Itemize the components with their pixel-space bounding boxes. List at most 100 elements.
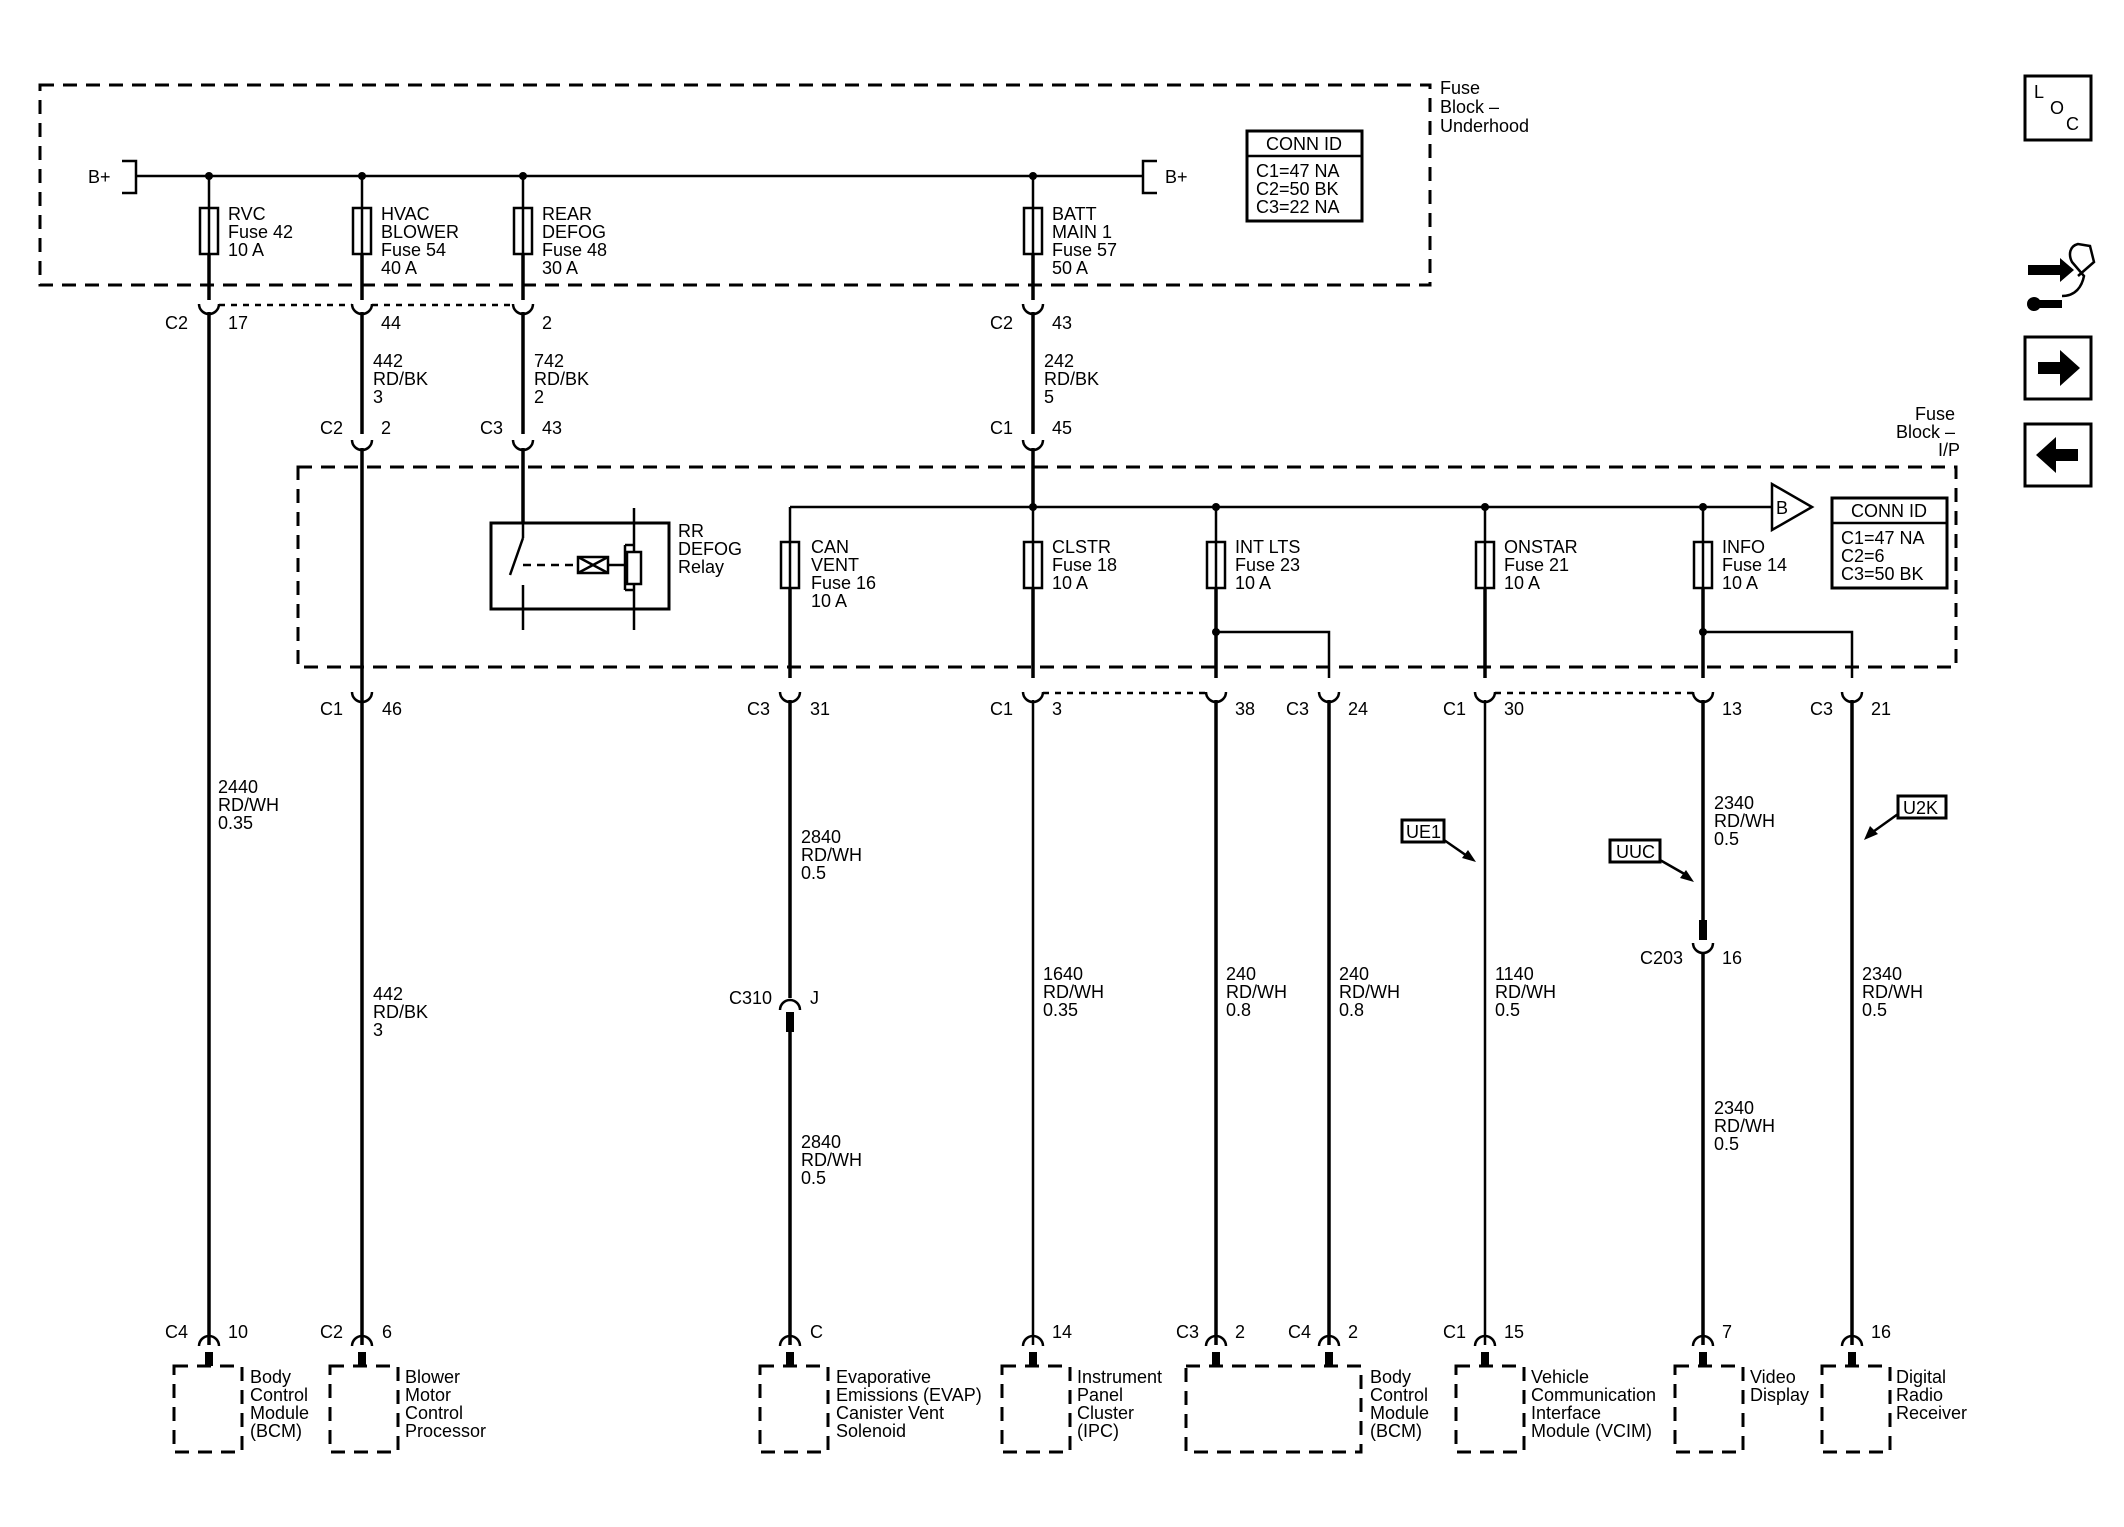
svg-text:3: 3 [1052, 699, 1062, 719]
svg-text:C1: C1 [990, 699, 1013, 719]
svg-text:21: 21 [1871, 699, 1891, 719]
svg-text:13: 13 [1722, 699, 1742, 719]
svg-text:C1: C1 [1443, 699, 1466, 719]
svg-text:45: 45 [1052, 418, 1072, 438]
svg-text:C: C [2066, 114, 2079, 134]
svg-text:C3: C3 [1176, 1322, 1199, 1342]
svg-text:C3=22 NA: C3=22 NA [1256, 197, 1340, 217]
svg-text:C1: C1 [1443, 1322, 1466, 1342]
svg-text:C1: C1 [990, 418, 1013, 438]
svg-text:UUC: UUC [1616, 842, 1655, 862]
svg-text:C2: C2 [320, 418, 343, 438]
loc-button[interactable]: L O C [2023, 74, 2093, 142]
svg-text:C4: C4 [165, 1322, 188, 1342]
svg-text:24: 24 [1348, 699, 1368, 719]
svg-text:31: 31 [810, 699, 830, 719]
svg-text:14: 14 [1052, 1322, 1072, 1342]
svg-text:C2: C2 [320, 1322, 343, 1342]
svg-text:C3: C3 [1810, 699, 1833, 719]
conn-c2-underhood-a: C2 [165, 313, 188, 333]
svg-text:30: 30 [1504, 699, 1524, 719]
svg-text:2: 2 [1348, 1322, 1358, 1342]
previous-page-button[interactable] [2023, 422, 2093, 488]
svg-text:16: 16 [1722, 948, 1742, 968]
svg-text:L: L [2034, 82, 2044, 102]
inline-connector-c203: C203 16 [1640, 942, 1742, 968]
svg-text:46: 46 [382, 699, 402, 719]
svg-text:7: 7 [1722, 1322, 1732, 1342]
underhood-block-label: Fuse Block – Underhood [1440, 78, 1529, 136]
svg-text:2: 2 [381, 418, 391, 438]
option-tag-u2k: U2K [1864, 794, 1948, 840]
next-page-button[interactable] [2023, 335, 2093, 401]
svg-text:C2=50 BK: C2=50 BK [1256, 179, 1339, 199]
svg-text:C3: C3 [1286, 699, 1309, 719]
inline-connector-c310: C310 J [729, 988, 819, 1032]
svg-text:C3=50 BK: C3=50 BK [1841, 564, 1924, 584]
svg-text:C3: C3 [747, 699, 770, 719]
svg-text:C203: C203 [1640, 948, 1683, 968]
svg-text:UE1: UE1 [1406, 822, 1441, 842]
svg-text:C4: C4 [1288, 1322, 1311, 1342]
svg-text:C3: C3 [480, 418, 503, 438]
svg-text:44: 44 [381, 313, 401, 333]
battery-terminal-left: B+ [88, 167, 111, 187]
svg-text:16: 16 [1871, 1322, 1891, 1342]
battery-terminal-right: B+ [1165, 167, 1188, 187]
svg-text:J: J [810, 988, 819, 1008]
svg-text:C2=6: C2=6 [1841, 546, 1885, 566]
option-tag-ue1: UE1 [1400, 818, 1476, 862]
arrow-left-icon [2036, 437, 2078, 473]
svg-text:CONN ID: CONN ID [1266, 134, 1342, 154]
svg-text:C1: C1 [320, 699, 343, 719]
component-terminals [197, 1334, 1864, 1366]
arrow-right-icon [2038, 350, 2080, 386]
wrench-icon[interactable] [2027, 242, 2096, 311]
offpage-b-arrow [1770, 481, 1815, 533]
svg-text:2: 2 [1235, 1322, 1245, 1342]
